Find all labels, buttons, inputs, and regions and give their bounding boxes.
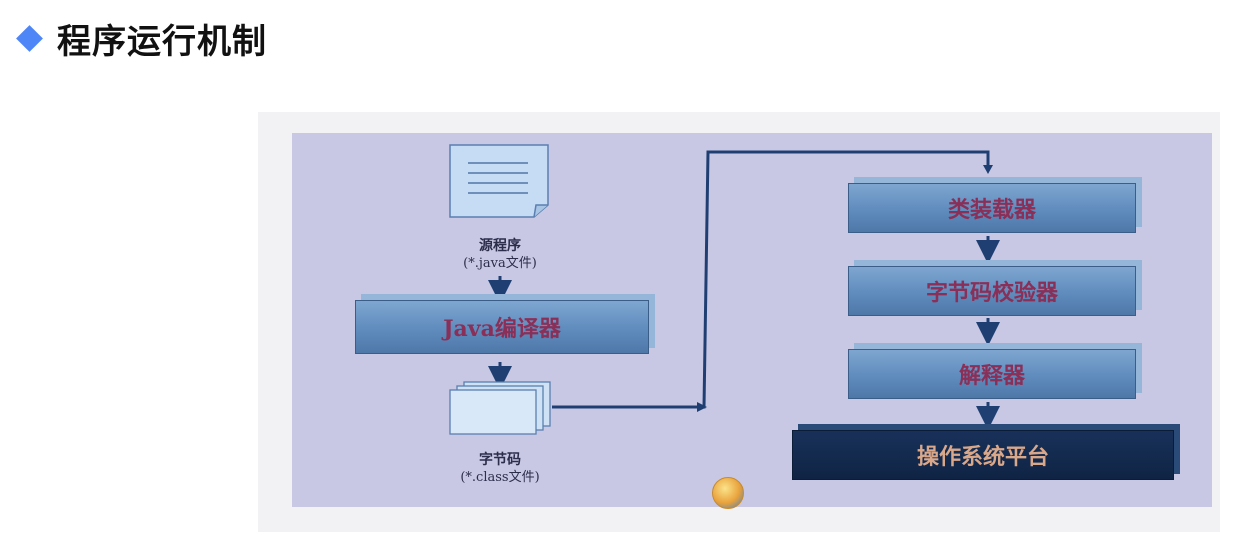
connector-bytecode-to-loader [552,150,990,409]
class-loader-label: 类装载器 [947,197,1036,223]
interpreter-box: 解释器 [848,349,1136,399]
bytecode-files-icon [449,381,551,435]
compiler-box: Java编译器 [355,300,649,354]
source-label: 源程序 (*.java文件) [430,238,570,272]
source-file-icon [449,144,549,218]
source-name: 源程序 [479,238,521,254]
bytecode-verifier-label: 字节码校验器 [925,280,1058,306]
logo-badge-icon [712,477,744,509]
interpreter-label: 解释器 [958,363,1025,389]
os-platform-label: 操作系统平台 [916,444,1049,470]
title-text: 程序运行机制 [57,22,267,62]
bytecode-name: 字节码 [479,452,521,468]
bytecode-ext: (*.class文件) [460,470,540,485]
compiler-label: Java编译器 [443,316,561,342]
arrow-bytecode-head [697,402,707,412]
bytecode-verifier-box: 字节码校验器 [848,266,1136,316]
bytecode-label: 字节码 (*.class文件) [430,452,570,486]
arrow-loader-head [983,165,993,174]
slide-title: 程序运行机制 [14,14,267,63]
os-platform-box: 操作系统平台 [792,430,1174,480]
class-loader-box: 类装载器 [848,183,1136,233]
source-ext: (*.java文件) [463,256,537,271]
